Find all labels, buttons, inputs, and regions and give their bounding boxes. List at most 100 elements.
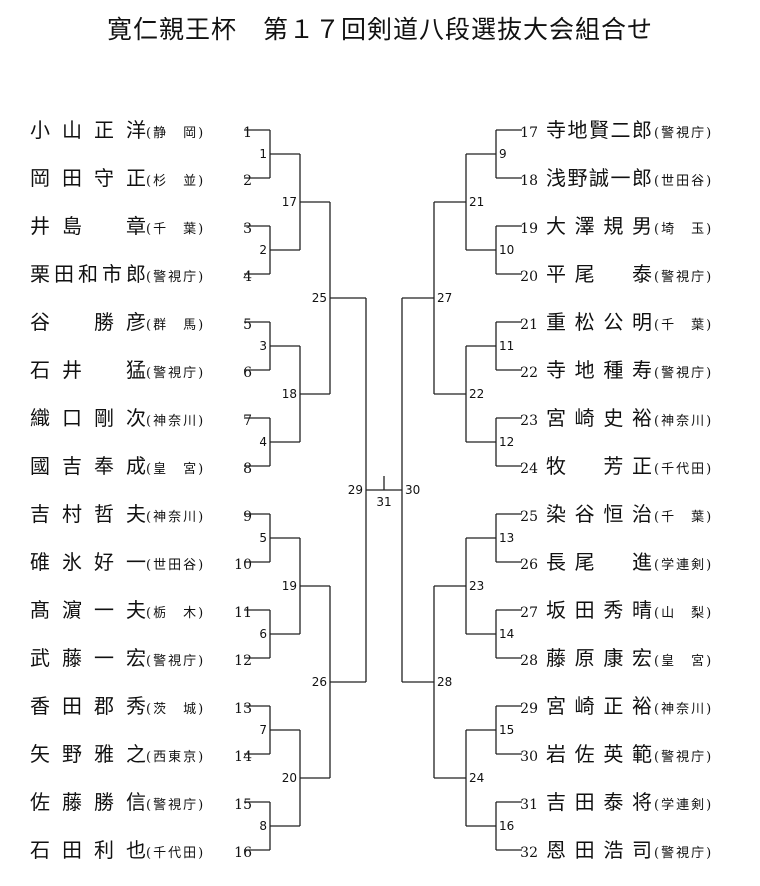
player-name: 石井 猛	[30, 358, 146, 382]
player-affiliation: (世田谷)	[146, 558, 206, 573]
match-number: 24	[469, 771, 484, 785]
match-number: 20	[282, 771, 297, 785]
player-seed: 19	[520, 221, 538, 237]
player-affiliation: (神奈川)	[654, 414, 714, 429]
player-affiliation: (群 馬)	[146, 318, 206, 333]
match-number: 30	[405, 483, 420, 497]
player-affiliation: (神奈川)	[654, 702, 714, 717]
match-number: 8	[259, 819, 267, 833]
player-entry: 石田利也(千代田)16	[30, 836, 252, 864]
player-entry: 矢野雅之(西東京)14	[30, 740, 252, 768]
player-seed: 23	[520, 413, 538, 429]
player-affiliation: (警視庁)	[654, 750, 714, 765]
match-number: 2	[259, 243, 267, 257]
player-affiliation: (警視庁)	[146, 270, 206, 285]
player-seed: 25	[520, 509, 538, 525]
player-name: 長尾 進	[546, 550, 652, 574]
player-affiliation: (千代田)	[654, 462, 714, 477]
player-entry: 栗田和市郎(警視庁)4	[30, 260, 252, 288]
player-name: 浅野誠一郎	[546, 166, 652, 190]
player-entry: 碓氷好一(世田谷)10	[30, 548, 252, 576]
player-name: 吉村哲夫	[30, 502, 146, 526]
player-entry: 井島 章(千 葉)3	[30, 212, 252, 240]
player-name: 岩佐英範	[546, 742, 652, 766]
match-number: 10	[499, 243, 514, 257]
player-entry: 小山正洋(静 岡)1	[30, 116, 252, 144]
player-affiliation: (千 葉)	[654, 510, 714, 525]
player-affiliation: (千代田)	[146, 846, 206, 861]
match-number: 21	[469, 195, 484, 209]
player-entry: 武藤一宏(警視庁)12	[30, 644, 252, 672]
player-name: 染谷恒治	[546, 502, 652, 526]
player-seed: 21	[520, 317, 538, 333]
player-seed: 30	[520, 749, 538, 765]
player-seed: 27	[520, 605, 538, 621]
player-entry: 國吉奉成(皇 宮)8	[30, 452, 252, 480]
player-seed: 28	[520, 653, 538, 669]
player-affiliation: (警視庁)	[654, 366, 714, 381]
player-affiliation: (山 梨)	[654, 606, 714, 621]
player-entry: 25 染谷恒治(千 葉)	[510, 500, 734, 528]
player-name: 宮崎正裕	[546, 694, 652, 718]
player-seed: 32	[520, 845, 538, 861]
player-name: 碓氷好一	[30, 550, 146, 574]
player-seed: 22	[520, 365, 538, 381]
player-name: 栗田和市郎	[30, 262, 146, 286]
player-seed: 13	[234, 701, 252, 717]
player-name: 小山正洋	[30, 118, 146, 142]
player-seed: 1	[243, 125, 252, 141]
match-number: 3	[259, 339, 267, 353]
player-affiliation: (警視庁)	[146, 654, 206, 669]
player-name: 平尾 泰	[546, 262, 652, 286]
player-name: 佐藤勝信	[30, 790, 146, 814]
player-seed: 26	[520, 557, 538, 573]
player-name: 谷 勝彦	[30, 310, 146, 334]
player-name: 寺地賢二郎	[546, 118, 652, 142]
player-name: 石田利也	[30, 838, 146, 862]
player-seed: 7	[243, 413, 252, 429]
player-name: 武藤一宏	[30, 646, 146, 670]
player-name: 坂田秀晴	[546, 598, 652, 622]
match-number: 26	[312, 675, 327, 689]
match-number: 22	[469, 387, 484, 401]
player-name: 織口剛次	[30, 406, 146, 430]
player-name: 國吉奉成	[30, 454, 146, 478]
player-entry: 岡田守正(杉 並) 2	[30, 164, 252, 192]
player-name: 岡田守正	[30, 166, 146, 190]
player-entry: 香田郡秀(茨 城)13	[30, 692, 252, 720]
match-number: 28	[437, 675, 452, 689]
player-seed: 14	[234, 749, 252, 765]
player-name: 矢野雅之	[30, 742, 146, 766]
player-name: 吉田泰将	[546, 790, 652, 814]
match-number: 7	[259, 723, 267, 737]
player-seed: 24	[520, 461, 538, 477]
player-affiliation: (皇 宮)	[654, 654, 714, 669]
player-seed: 2	[243, 173, 252, 189]
player-affiliation: (警視庁)	[146, 366, 206, 381]
player-affiliation: (栃 木)	[146, 606, 206, 621]
page-title: 寛仁親王杯 第１７回剣道八段選抜大会組合せ	[106, 15, 653, 44]
player-affiliation: (警視庁)	[654, 846, 714, 861]
player-entry: 髙濵一夫(栃 木)11	[30, 596, 252, 624]
player-affiliation: (世田谷)	[654, 174, 714, 189]
player-name: 香田郡秀	[30, 694, 146, 718]
player-entry: 吉村哲夫(神奈川)9	[30, 500, 252, 528]
player-entry: 佐藤勝信(警視庁)15	[30, 788, 252, 816]
match-number: 17	[282, 195, 297, 209]
player-seed: 31	[520, 797, 538, 813]
player-affiliation: (神奈川)	[146, 510, 206, 525]
match-number: 23	[469, 579, 484, 593]
player-seed: 15	[234, 797, 252, 813]
player-affiliation: (杉 並)	[146, 174, 206, 189]
match-number: 25	[312, 291, 327, 305]
